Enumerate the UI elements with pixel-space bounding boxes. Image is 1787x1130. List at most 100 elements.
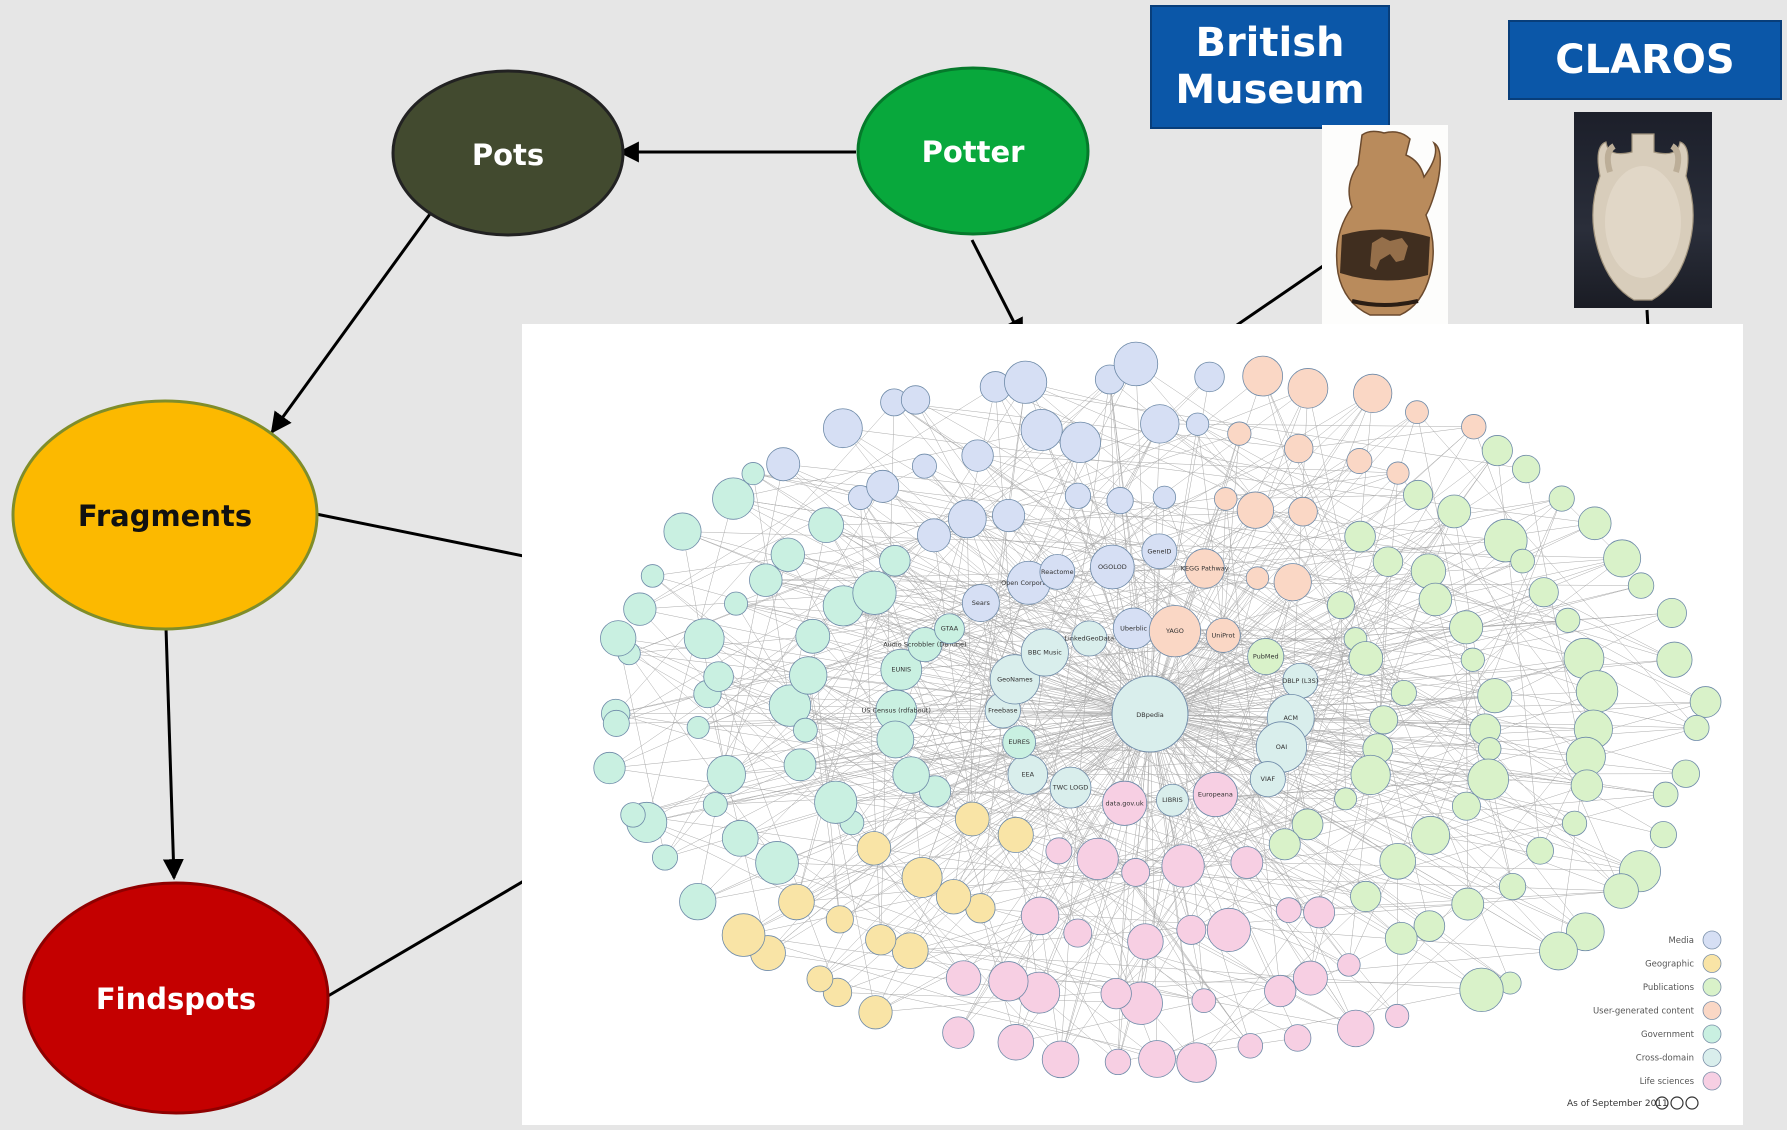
lod-node-label: BBC Music bbox=[1028, 648, 1062, 656]
node-potter: Potter bbox=[858, 68, 1088, 234]
lod-dataset-node bbox=[1412, 816, 1450, 854]
lod-dataset-node bbox=[1228, 422, 1251, 445]
lod-dataset-node bbox=[946, 961, 981, 996]
amphora-image bbox=[1574, 112, 1712, 308]
lod-dataset-node bbox=[1289, 497, 1318, 526]
lod-dataset-node bbox=[1351, 755, 1390, 794]
british-museum-banner: British Museum bbox=[1150, 5, 1390, 129]
lod-dataset-node bbox=[1337, 1010, 1374, 1047]
lod-node-label: YAGO bbox=[1165, 627, 1184, 635]
lod-dataset-node bbox=[687, 716, 709, 738]
lod-dataset-node bbox=[793, 718, 817, 742]
lod-dataset-node bbox=[796, 619, 830, 653]
lod-node-label: Europeana bbox=[1198, 791, 1233, 799]
lod-dataset-node bbox=[1351, 881, 1381, 911]
legend-swatch bbox=[1703, 1025, 1721, 1043]
lod-dataset-node bbox=[1468, 759, 1509, 800]
lod-dataset-node bbox=[1482, 435, 1512, 465]
lod-dataset-node bbox=[1385, 922, 1417, 954]
lod-legend: MediaGeographicPublicationsUser-generate… bbox=[1593, 931, 1721, 1090]
potter-label: Potter bbox=[922, 135, 1026, 169]
lod-dataset-node bbox=[857, 831, 891, 865]
lod-dataset-node bbox=[1122, 858, 1150, 886]
lod-dataset-node bbox=[790, 657, 827, 694]
lod-dataset-node bbox=[955, 802, 989, 836]
lod-dataset-node bbox=[1186, 413, 1208, 435]
lod-dataset-node bbox=[893, 757, 930, 794]
lod-dataset-node bbox=[1380, 843, 1416, 879]
legend-swatch bbox=[1703, 955, 1721, 973]
lod-dataset-node bbox=[1527, 837, 1554, 864]
lod-dataset-node bbox=[901, 386, 930, 415]
lod-dataset-node bbox=[1237, 492, 1273, 528]
lod-dataset-node bbox=[1403, 480, 1432, 509]
lod-dataset-node bbox=[1065, 483, 1090, 508]
lod-node-label: Reactome bbox=[1041, 568, 1074, 576]
lod-dataset-node bbox=[771, 538, 804, 571]
lod-dataset-node bbox=[652, 845, 677, 870]
lod-dataset-node bbox=[600, 621, 635, 656]
lod-dataset-node bbox=[1114, 342, 1158, 386]
lod-dataset-node bbox=[998, 1024, 1034, 1060]
lod-dataset-node bbox=[1450, 611, 1483, 644]
lod-dataset-node bbox=[1512, 455, 1540, 483]
lod-dataset-node bbox=[1419, 583, 1452, 616]
lod-dataset-node bbox=[1386, 1004, 1409, 1027]
lod-node-label: Freebase bbox=[988, 706, 1017, 714]
lod-dataset-node bbox=[1539, 932, 1577, 970]
lod-dataset-node bbox=[1349, 641, 1383, 675]
lod-dataset-node bbox=[866, 925, 896, 955]
lod-dataset-node bbox=[1153, 486, 1175, 508]
lod-dataset-node bbox=[713, 478, 754, 519]
lod-dataset-node bbox=[1192, 989, 1216, 1013]
lod-dataset-node bbox=[1405, 401, 1428, 424]
lod-dataset-node bbox=[621, 803, 646, 828]
legend-swatch bbox=[1703, 1049, 1721, 1067]
lod-dataset-node bbox=[1276, 898, 1301, 923]
arrow-pots-to-fragments bbox=[272, 214, 430, 432]
lod-dataset-node bbox=[1264, 975, 1295, 1006]
lod-dataset-node bbox=[1141, 405, 1180, 444]
lod-dataset-node bbox=[826, 906, 853, 933]
node-pots: Pots bbox=[393, 71, 623, 235]
lod-dataset-node bbox=[1046, 838, 1072, 864]
lod-dataset-node bbox=[1162, 845, 1204, 887]
lod-node-label: DBLP (L3S) bbox=[1282, 677, 1318, 685]
lod-dataset-node bbox=[1064, 919, 1092, 947]
lod-dataset-node bbox=[1628, 573, 1654, 599]
arrow-fragments-to-findspots bbox=[166, 628, 174, 878]
lod-node-label: OGOLOD bbox=[1098, 563, 1127, 571]
lod-dataset-node bbox=[962, 440, 994, 472]
lod-dataset-node bbox=[917, 519, 950, 552]
lod-dataset-node bbox=[1195, 362, 1225, 392]
lod-node-label: OAI bbox=[1276, 743, 1287, 751]
lod-dataset-node bbox=[1243, 356, 1283, 396]
legend-label: Publications bbox=[1643, 983, 1695, 993]
lod-dataset-node bbox=[1452, 792, 1480, 820]
lod-dataset-node bbox=[779, 884, 815, 920]
findspots-label: Findspots bbox=[96, 982, 256, 1016]
lod-dataset-node bbox=[1391, 680, 1416, 705]
lod-dataset-node bbox=[1293, 961, 1327, 995]
lod-dataset-node bbox=[989, 962, 1028, 1001]
lod-node-label: UniProt bbox=[1211, 631, 1235, 639]
dbpedia-hub-label: DBpedia bbox=[1136, 711, 1164, 719]
legend-swatch bbox=[1703, 1002, 1721, 1020]
lod-dataset-node bbox=[722, 914, 765, 957]
lod-node-label: GeoNames bbox=[997, 675, 1033, 683]
lod-dataset-node bbox=[1353, 374, 1391, 412]
lod-dataset-node bbox=[892, 933, 928, 969]
lod-dataset-node bbox=[1604, 540, 1641, 577]
node-findspots: Findspots bbox=[24, 883, 328, 1113]
lod-dataset-node bbox=[724, 592, 747, 615]
lod-dataset-node bbox=[1650, 822, 1676, 848]
lod-dataset-node bbox=[680, 883, 716, 919]
lod-node-label: GeneID bbox=[1147, 547, 1171, 555]
lod-dataset-node bbox=[1387, 462, 1409, 484]
claros-label: CLAROS bbox=[1555, 37, 1734, 83]
lod-dataset-node bbox=[880, 545, 911, 576]
lod-dataset-node bbox=[1004, 361, 1046, 403]
lod-dataset-node bbox=[1077, 838, 1118, 879]
